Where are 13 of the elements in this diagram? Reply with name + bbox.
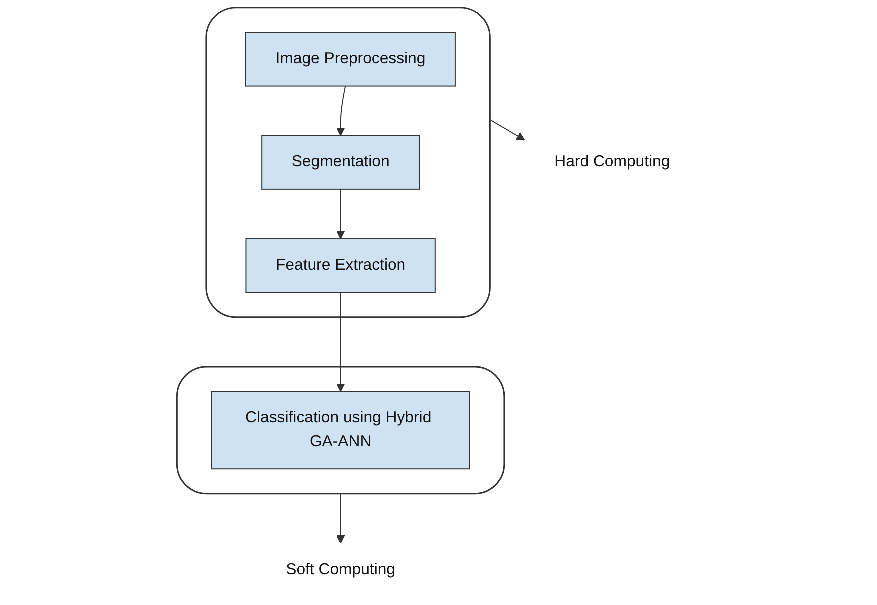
node-text: Soft Computing: [286, 561, 396, 578]
arrow: [490, 119, 526, 141]
arrow: [336, 292, 346, 392]
node-box: Image Preprocessing: [245, 32, 456, 87]
node-box: Feature Extraction: [246, 238, 436, 294]
node-box: Classification using Hybrid GA-ANN: [211, 391, 470, 470]
arrow: [336, 493, 346, 544]
cluster: [206, 7, 491, 318]
arrow: [336, 86, 346, 136]
node-text: Hard Computing: [554, 154, 670, 171]
arrow: [336, 188, 346, 240]
cluster: [176, 366, 506, 495]
node-box: Segmentation: [262, 135, 420, 190]
